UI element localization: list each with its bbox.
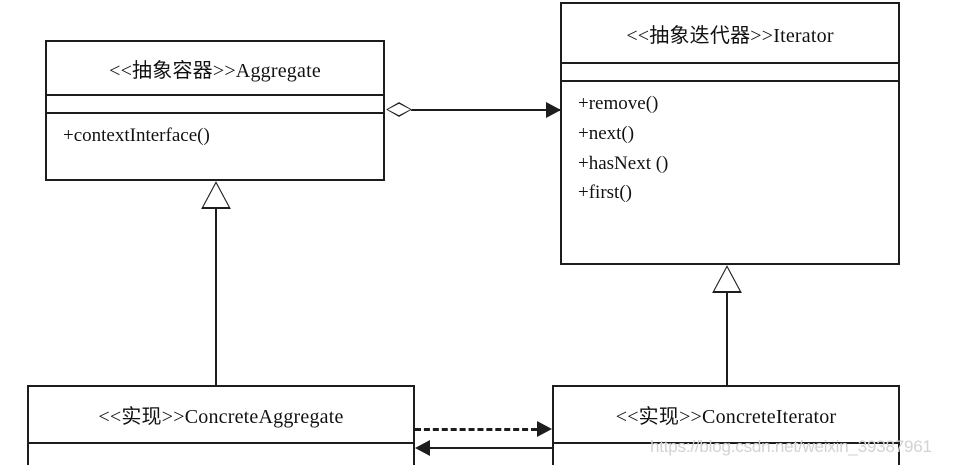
aggregate-class-name: <<抽象容器>>Aggregate bbox=[109, 59, 321, 82]
concrete-iterator-class-name: <<实现>>ConcreteIterator bbox=[615, 406, 837, 428]
concrete-aggregate-title-compartment: <<实现>>ConcreteAggregate bbox=[29, 387, 413, 442]
iterator-method-1: +next() bbox=[578, 122, 635, 144]
realization-line-concrete-iterator bbox=[726, 292, 728, 385]
iterator-methods-compartment: +remove() +next() +hasNext () +first() bbox=[562, 80, 898, 263]
association-line-concrete-iterator-to-concrete-aggregate bbox=[430, 447, 552, 449]
open-arrow-icon-to-concrete-aggregate bbox=[415, 440, 430, 456]
iterator-method-0: +remove() bbox=[578, 93, 659, 114]
concrete-aggregate-body-compartment bbox=[29, 442, 413, 465]
hollow-diamond-icon bbox=[386, 102, 412, 117]
hollow-triangle-icon-to-iterator bbox=[712, 265, 742, 293]
realization-line-concrete-aggregate bbox=[215, 208, 217, 385]
class-box-concrete-iterator[interactable]: <<实现>>ConcreteIterator bbox=[552, 385, 900, 465]
iterator-method-3: +first() bbox=[578, 182, 632, 204]
aggregate-methods-compartment: +contextInterface() bbox=[47, 112, 383, 179]
aggregate-method-0: +contextInterface() bbox=[63, 125, 210, 146]
aggregation-line-aggregate-iterator bbox=[411, 109, 560, 111]
aggregate-attributes-compartment bbox=[47, 94, 383, 112]
concrete-iterator-body-compartment bbox=[554, 442, 898, 465]
dependency-line-concrete-aggregate-to-concrete-iterator bbox=[415, 428, 537, 431]
class-box-concrete-aggregate[interactable]: <<实现>>ConcreteAggregate bbox=[27, 385, 415, 465]
iterator-class-name: <<抽象迭代器>>Iterator bbox=[626, 24, 834, 47]
class-box-aggregate[interactable]: <<抽象容器>>Aggregate +contextInterface() bbox=[45, 40, 385, 181]
class-box-iterator[interactable]: <<抽象迭代器>>Iterator +remove() +next() +has… bbox=[560, 2, 900, 265]
concrete-iterator-title-compartment: <<实现>>ConcreteIterator bbox=[554, 387, 898, 442]
iterator-method-2: +hasNext () bbox=[578, 152, 669, 174]
iterator-title-compartment: <<抽象迭代器>>Iterator bbox=[562, 4, 898, 62]
concrete-aggregate-class-name: <<实现>>ConcreteAggregate bbox=[98, 406, 344, 428]
open-arrow-icon-to-concrete-iterator bbox=[537, 421, 552, 437]
iterator-attributes-compartment bbox=[562, 62, 898, 80]
open-arrow-icon-to-iterator bbox=[546, 102, 561, 118]
hollow-triangle-icon-to-aggregate bbox=[201, 181, 231, 209]
aggregate-title-compartment: <<抽象容器>>Aggregate bbox=[47, 42, 383, 94]
